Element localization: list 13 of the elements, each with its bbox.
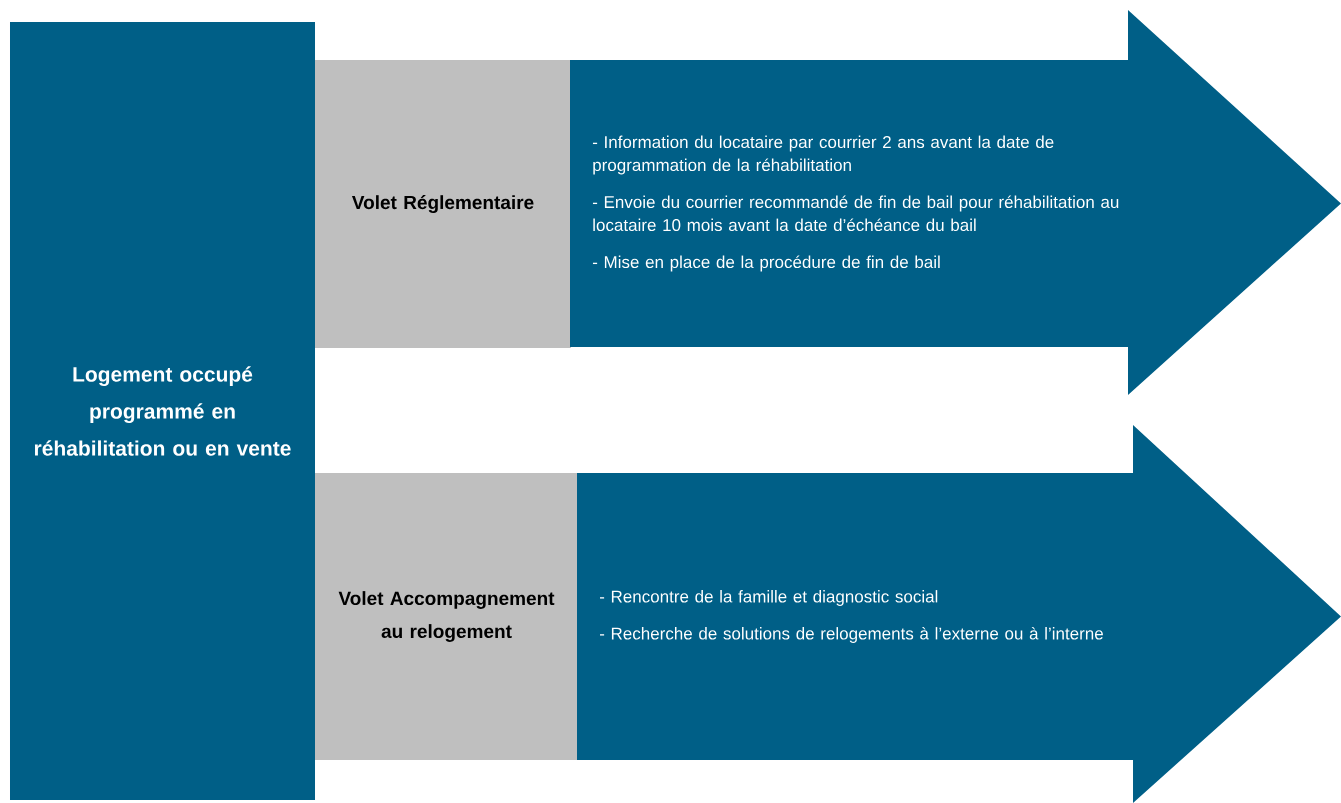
bullet-text: - Rencontre de la famille et diagnostic social xyxy=(599,590,938,606)
arrow-banner xyxy=(577,425,1341,803)
bullet-text: - Information du locataire par courrier 2 ans avant la date de programmation de la réhabilitation xyxy=(592,135,1054,175)
heading: Logement occupé programmé en réhabilitation ou en vente xyxy=(34,366,291,456)
bullet-text: - Mise en place de la procédure de fin de bail xyxy=(592,255,940,272)
bullet-text: - Recherche de solutions de relogements à l’externe ou à l’interne xyxy=(599,626,1103,643)
arrow-banner xyxy=(570,10,1341,395)
bullet-text: - Envoie du courrier recommandé de fin de bail pour réhabilitation au locataire 10 mois avant la date d’échéance du bail xyxy=(592,195,1119,232)
category-label: Volet Accompagnement au relogement xyxy=(338,591,555,642)
category-label: Volet Réglementaire xyxy=(351,195,534,213)
title-box xyxy=(10,22,315,800)
category-box xyxy=(315,60,571,348)
category-box xyxy=(315,473,578,760)
